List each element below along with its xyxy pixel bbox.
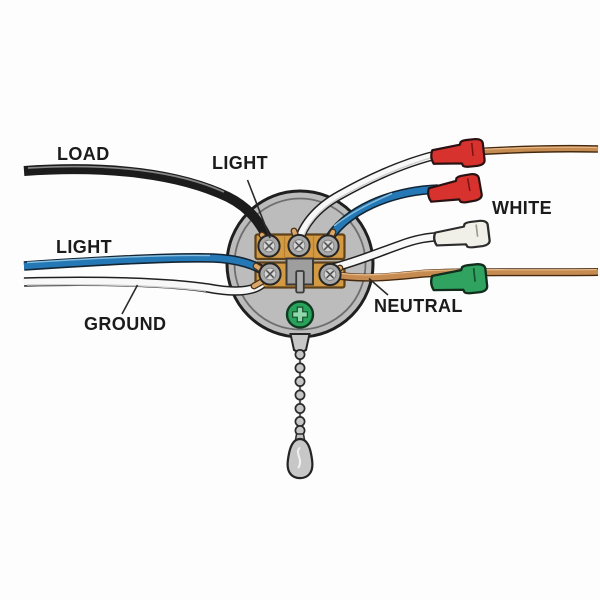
- wire-blue-top: [321, 184, 439, 247]
- pointer-lines: [121, 179, 389, 315]
- ground-screw: [285, 300, 315, 329]
- pull-chain: [286, 333, 314, 480]
- chain-balls: [294, 349, 306, 436]
- phillips-cross-icon: [292, 306, 308, 323]
- terminal-screws: [257, 233, 342, 287]
- label-light-left: LIGHT: [56, 237, 112, 257]
- wire-copper-top: [469, 144, 599, 156]
- label-light-top: LIGHT: [212, 153, 268, 173]
- pointer-neutral: [368, 277, 389, 296]
- wire-white-top: [293, 149, 442, 246]
- label-neutral: NEUTRAL: [374, 296, 463, 316]
- wire-nut-red-2: [427, 173, 483, 204]
- switch-actuator-tab: [295, 270, 305, 294]
- pointer-ground: [121, 284, 139, 315]
- label-load: LOAD: [57, 144, 110, 164]
- wire-nut-green: [429, 263, 489, 295]
- label-white: WHITE: [492, 198, 552, 218]
- pointer-light-top: [246, 179, 271, 239]
- wire-nut-white: [433, 219, 491, 249]
- wire-white-right: [330, 231, 443, 273]
- wire-nuts: [427, 137, 491, 295]
- label-ground: GROUND: [84, 314, 167, 334]
- wire-ground-white: [23, 276, 265, 296]
- wire-load-black: [23, 164, 275, 246]
- wire-nut-red-1: [430, 137, 486, 168]
- wire-neutral-copper: [333, 268, 599, 282]
- wire-light-blue: [23, 253, 268, 276]
